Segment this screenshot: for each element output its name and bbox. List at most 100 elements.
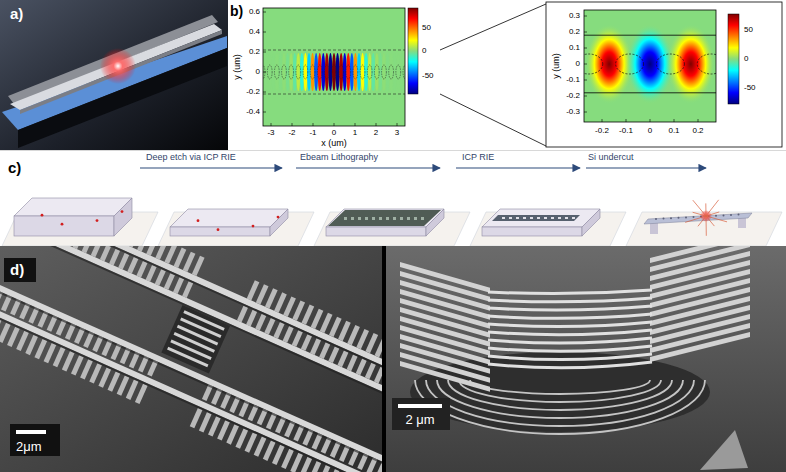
comb-tooth bbox=[301, 334, 312, 351]
colorbar-label: 50 bbox=[744, 26, 753, 35]
undercut-pit bbox=[161, 305, 230, 374]
pattern-hole bbox=[516, 217, 519, 219]
undercut-contour bbox=[470, 380, 650, 394]
pad-stack bbox=[650, 246, 750, 362]
panel-label: b) bbox=[230, 4, 243, 19]
emission-ray bbox=[705, 203, 706, 216]
tick-label: -0.2 bbox=[566, 92, 580, 101]
emission-ray bbox=[706, 216, 714, 226]
step-arrow bbox=[456, 167, 580, 168]
step-label: Si undercut bbox=[588, 153, 634, 163]
comb-tooth bbox=[235, 428, 248, 448]
tick-label-holder: 1 bbox=[353, 129, 357, 138]
air-hole bbox=[374, 65, 379, 79]
sem-image bbox=[0, 246, 382, 472]
scale-bar bbox=[16, 430, 46, 434]
comb-tooth bbox=[347, 325, 360, 345]
defect-dot bbox=[61, 223, 64, 226]
comb-tooth bbox=[0, 323, 11, 343]
label-patch bbox=[4, 258, 36, 282]
comb-tooth bbox=[34, 339, 47, 359]
tick-label: 0.6 bbox=[249, 8, 260, 17]
colorbar-label-holder: 0 bbox=[744, 55, 748, 64]
field-stripe bbox=[332, 53, 336, 91]
air-hole bbox=[697, 54, 716, 74]
comb-tooth bbox=[265, 288, 278, 308]
comb-tooth bbox=[311, 309, 324, 329]
nanobeam-side bbox=[20, 30, 222, 114]
tick-label-holder: -0.2 bbox=[595, 127, 609, 136]
air-hole bbox=[339, 65, 344, 79]
comb-tooth bbox=[44, 343, 57, 363]
air-hole bbox=[730, 214, 732, 216]
axis-title-holder: x (um) bbox=[321, 139, 347, 149]
comb-tooth bbox=[245, 432, 258, 452]
field-map bbox=[584, 10, 716, 122]
panel-label-holder: c) bbox=[8, 160, 21, 177]
defect-dot bbox=[252, 225, 255, 228]
pattern-hole bbox=[400, 217, 403, 220]
colorbar-label: -50 bbox=[744, 84, 756, 93]
tick-label-holder: -0.2 bbox=[566, 92, 580, 101]
tick-mark bbox=[698, 119, 699, 122]
comb-tooth bbox=[283, 326, 294, 343]
comb-tooth bbox=[299, 457, 312, 472]
axis-title: y (um) bbox=[552, 53, 562, 79]
panel-label-holder: d) bbox=[10, 262, 24, 279]
colorbar bbox=[408, 8, 418, 94]
air-hole bbox=[382, 65, 387, 79]
pattern-hole bbox=[523, 217, 526, 219]
panel-label: c) bbox=[8, 160, 21, 177]
rail bbox=[0, 254, 382, 472]
nanobeam bbox=[488, 314, 652, 318]
slab-top bbox=[14, 198, 132, 216]
comb-tooth bbox=[98, 367, 111, 387]
comb-tooth bbox=[100, 246, 111, 261]
tick-mark bbox=[584, 32, 587, 33]
panel-label-holder: a) bbox=[10, 6, 23, 23]
nanobeam bbox=[488, 354, 652, 360]
colorbar-label: 0 bbox=[422, 47, 426, 56]
tick-mark bbox=[584, 112, 587, 113]
air-hole bbox=[332, 65, 337, 79]
inset-box bbox=[546, 2, 782, 147]
tick-label-holder: -0.2 bbox=[246, 88, 260, 97]
emission-ray bbox=[706, 212, 719, 216]
tick-label: 0.3 bbox=[569, 12, 580, 21]
comb-tooth bbox=[302, 305, 315, 325]
air-hole bbox=[296, 65, 301, 79]
slab-side bbox=[582, 209, 600, 236]
comb-tooth bbox=[89, 363, 102, 383]
pattern-hole bbox=[530, 217, 533, 219]
sem-image-zoom bbox=[386, 246, 786, 472]
nanobeam bbox=[488, 330, 652, 335]
scale-label: 2 μm bbox=[405, 413, 434, 427]
comb-tooth bbox=[155, 269, 166, 286]
trench-wall bbox=[8, 15, 218, 104]
comb-tooth bbox=[320, 313, 333, 333]
comb-tooth bbox=[337, 350, 348, 367]
comb-tooth bbox=[109, 249, 120, 266]
sem-ground bbox=[386, 246, 786, 472]
emission-ray bbox=[693, 212, 706, 216]
tick-label: -0.2 bbox=[246, 88, 260, 97]
tick-label-holder: 3 bbox=[395, 129, 399, 138]
tick-mark bbox=[674, 119, 675, 122]
tick-mark bbox=[263, 112, 266, 113]
fab-step-slab bbox=[626, 200, 782, 246]
tick-label: 0.4 bbox=[249, 28, 260, 37]
colorbar-label-holder: -50 bbox=[744, 84, 756, 93]
emission-ray bbox=[685, 216, 706, 222]
comb-tooth bbox=[118, 253, 129, 270]
comb-tooth bbox=[80, 359, 93, 379]
pattern-hole bbox=[558, 217, 561, 219]
tick-label: 0 bbox=[576, 60, 580, 69]
tick-label: -0.2 bbox=[595, 127, 609, 136]
colorbar-label-holder: -50 bbox=[422, 72, 434, 81]
tick-mark bbox=[263, 92, 266, 93]
tick-label: -2 bbox=[288, 129, 295, 138]
tick-label-holder: 0 bbox=[576, 60, 580, 69]
tick-mark bbox=[355, 123, 356, 126]
axis-title-holder: y (um) bbox=[233, 54, 243, 80]
comb-tooth bbox=[365, 333, 378, 353]
